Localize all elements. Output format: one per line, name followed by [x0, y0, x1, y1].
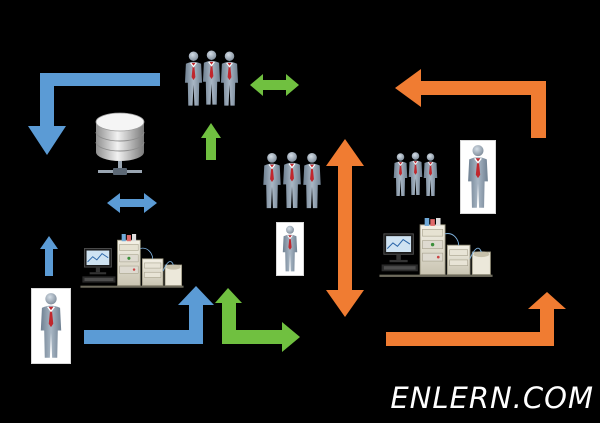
- orange-vertical-double-arrow: [326, 139, 364, 317]
- orange-arrow-bottom-right-elbow: [386, 292, 566, 346]
- database-disk-stack: [95, 112, 145, 161]
- green-double-arrow-top: [250, 74, 299, 96]
- person-icon: [467, 144, 489, 209]
- network-connector: [98, 161, 142, 175]
- people-group-icon: [184, 49, 239, 107]
- blue-arrow-top-left-loop: [28, 73, 160, 155]
- person-card: [31, 288, 71, 364]
- person-card: [460, 140, 496, 214]
- person-icon: [40, 292, 62, 359]
- green-elbow-arrow: [215, 288, 300, 352]
- database-server-icon: [95, 112, 145, 175]
- lab-equipment-icon: [379, 218, 493, 278]
- green-up-arrow: [201, 123, 221, 160]
- blue-double-arrow-database: [107, 193, 157, 213]
- person-card: [276, 222, 304, 276]
- orange-arrow-top-right-loop: [395, 69, 546, 138]
- people-group-icon: [262, 151, 322, 209]
- people-group-icon: [393, 151, 438, 197]
- lab-equipment-icon: [80, 234, 184, 289]
- person-icon: [282, 225, 298, 272]
- blue-up-arrow-left: [40, 236, 58, 276]
- blue-arrow-bottom-elbow: [84, 286, 214, 344]
- site-watermark: ENLERN.COM: [390, 381, 594, 415]
